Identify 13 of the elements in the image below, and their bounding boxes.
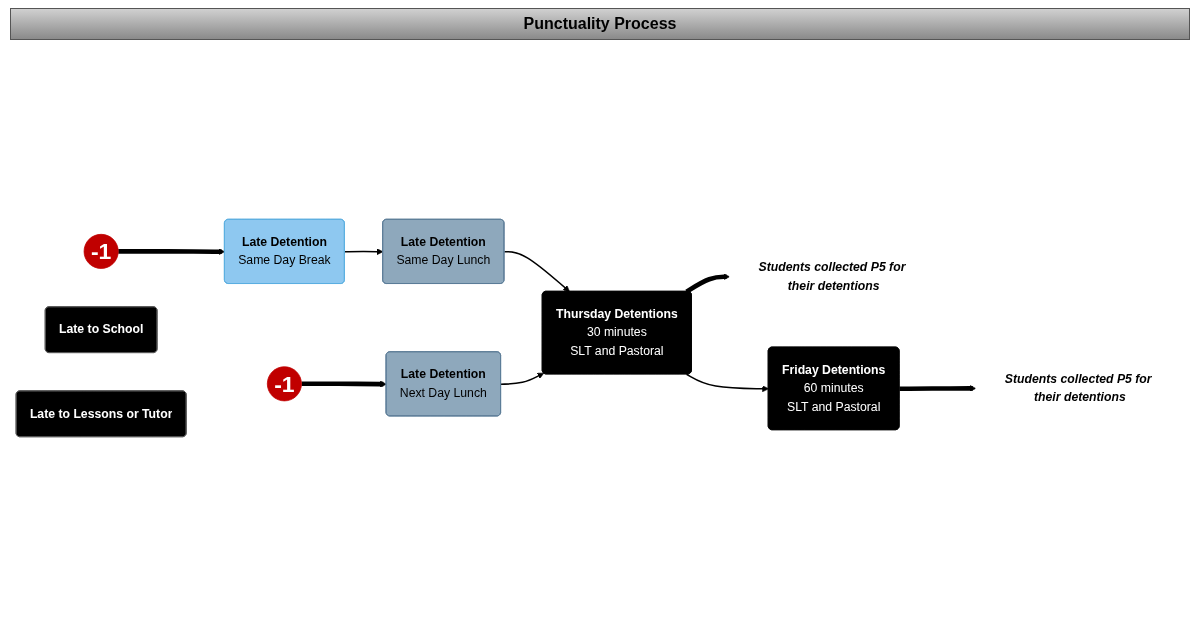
arrow xyxy=(344,248,384,256)
arrow xyxy=(118,248,226,256)
node-text: Students collected P5 for their detentions xyxy=(1004,372,1152,404)
arrow xyxy=(301,380,387,388)
arrow xyxy=(899,385,977,392)
arrow xyxy=(503,250,570,292)
node-circle: -1 xyxy=(83,233,119,269)
arrow xyxy=(685,273,730,294)
node-text: Students collected P5 for their detentions xyxy=(758,260,906,293)
node-circle: -1 xyxy=(266,366,302,402)
title-bar: Punctuality Process xyxy=(10,8,1190,40)
arrow xyxy=(500,372,545,385)
arrow xyxy=(685,373,769,393)
